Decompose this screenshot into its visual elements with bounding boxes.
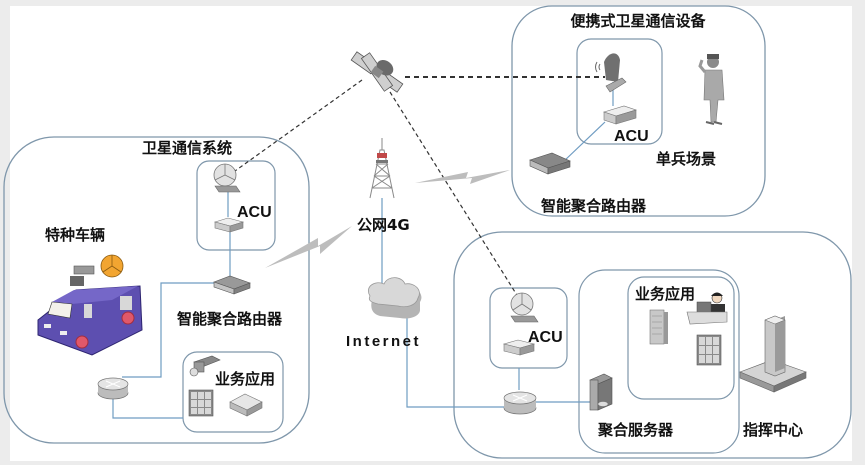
portable-acu-label: ACU [614,128,649,145]
special-vehicle-icon [37,254,143,356]
vehicle-router-label: 智能聚合路由器 [177,310,283,328]
link-satellite-vehicle [227,79,363,177]
vehicle-acu-label: ACU [237,204,272,221]
wireless-signal-to-vehicle [265,226,352,268]
server-box [578,269,740,454]
public-4g-label: 公网4G [357,216,410,234]
internet-label: Internet [346,333,421,350]
camera-icon [189,355,221,377]
command-acu-box [489,287,568,369]
command-satellite-dish-icon [510,292,539,323]
special-vehicle-label: 特种车辆 [45,226,105,244]
portable-router-icon [529,152,571,175]
soldier-icon [698,54,725,125]
wire-portable-acu-router [562,121,606,163]
command-center-label: 指挥中心 [743,421,803,439]
wire-vehicle-switch-apps [112,396,183,419]
command-building-icon [739,315,807,393]
wireless-signal-to-portable [415,170,510,184]
satellite-icon [350,51,404,93]
command-apps-label: 业务应用 [635,285,695,303]
portable-group-title: 便携式卫星通信设备 [570,12,706,30]
terminal-device-icon [229,393,263,417]
vehicle-acu-device-icon [213,217,245,233]
vehicle-acu-box [196,160,276,251]
portable-acu-box [576,38,663,145]
aggregation-server-icon [589,373,613,411]
link-satellite-command [389,91,521,301]
vehicle-apps-label: 业务应用 [215,370,275,388]
cell-tower-icon [369,138,395,199]
command-acu-device-icon [502,339,536,356]
app-server-rack-icon [649,309,668,345]
vehicle-satellite-dish-icon [213,163,241,193]
command-router-icon [503,391,537,415]
portable-satellite-dish-icon [595,53,627,93]
vehicle-group-box [3,136,310,444]
operator-desk-icon [686,292,728,325]
vehicle-switch-icon [97,377,129,400]
command-video-wall-icon [696,334,722,366]
portable-router-label: 智能聚合路由器 [541,197,647,215]
aggregation-server-label: 聚合服务器 [597,421,674,439]
soldier-scene-label: 单兵场景 [656,150,716,168]
portable-acu-device-icon [603,105,637,125]
vehicle-router-icon [213,275,251,295]
portable-group-box [511,5,766,217]
command-acu-label: ACU [528,329,563,346]
command-apps-box [627,276,735,400]
command-group-box [453,231,852,459]
wire-vehicle-router-switch [122,282,220,378]
wire-cloud-router [406,318,504,408]
video-wall-icon [188,389,214,417]
vehicle-apps-box [182,351,284,433]
vehicle-group-title: 卫星通信系统 [142,139,232,157]
internet-cloud-icon [368,277,422,319]
